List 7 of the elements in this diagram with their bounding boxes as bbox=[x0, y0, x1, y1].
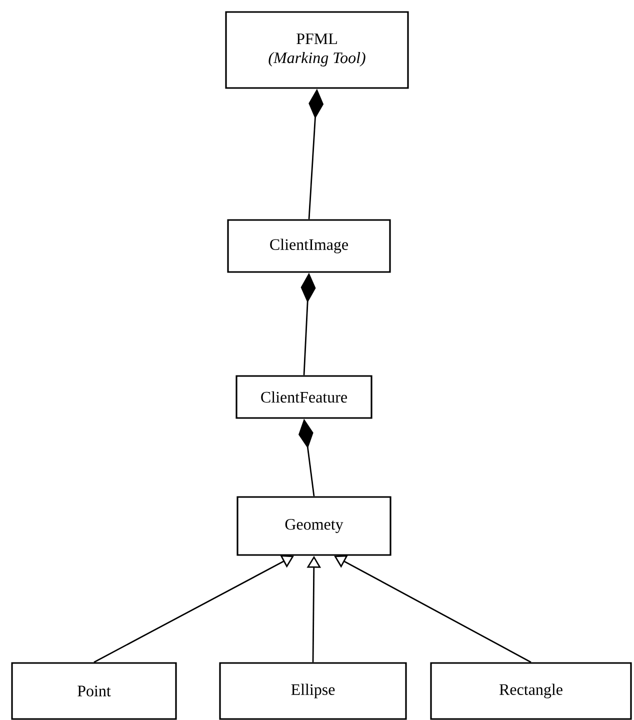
class-box: ClientFeature bbox=[236, 375, 372, 419]
class-box: PFML (Marking Tool) bbox=[225, 11, 409, 89]
class-box: Geomety bbox=[236, 496, 392, 556]
class-box: Point bbox=[11, 662, 177, 720]
class-box: Ellipse bbox=[219, 662, 407, 720]
class-box: Rectangle bbox=[430, 662, 632, 720]
class-box: ClientImage bbox=[227, 219, 391, 273]
